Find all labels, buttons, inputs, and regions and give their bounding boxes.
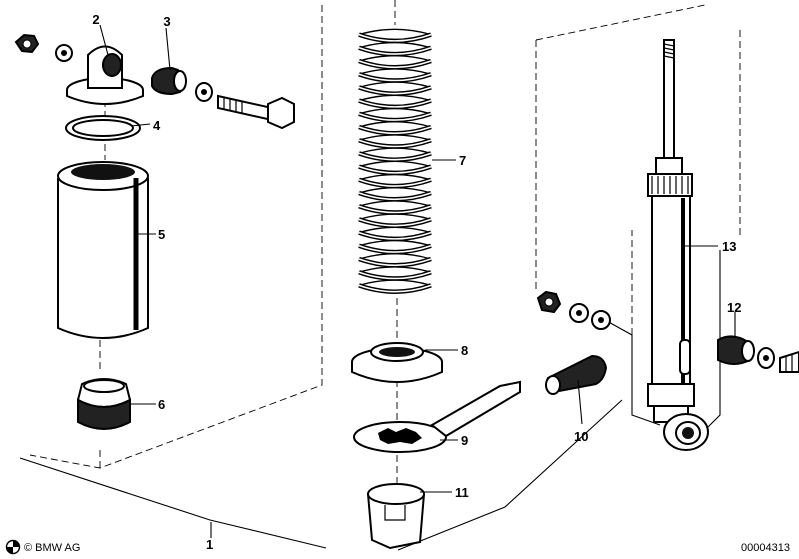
spring-coil-back bbox=[358, 121, 432, 128]
callout-2: 2 bbox=[92, 12, 99, 27]
spring-coil-back bbox=[358, 279, 432, 287]
spring-coil-highlight bbox=[358, 165, 432, 174]
callout-11: 11 bbox=[455, 485, 469, 500]
diagram-code: 00004313 bbox=[741, 542, 790, 554]
spring-coil-back bbox=[358, 187, 432, 194]
spring-coil-highlight bbox=[358, 99, 432, 108]
spring-coil-back bbox=[358, 173, 432, 181]
callout-13: 13 bbox=[722, 239, 736, 254]
spring-coil-highlight bbox=[358, 73, 432, 82]
spring-coil-back bbox=[358, 68, 432, 75]
spring-coil-back bbox=[358, 253, 432, 260]
spring-coil-back bbox=[358, 107, 432, 115]
spring-coil-back bbox=[358, 94, 432, 102]
spring-coil-back bbox=[358, 226, 432, 234]
grouping-lines bbox=[19, 0, 741, 551]
spring-coil-back bbox=[358, 134, 432, 141]
spring-coil-highlight bbox=[358, 47, 432, 55]
shock-absorber bbox=[647, 39, 709, 451]
washers-right bbox=[569, 303, 611, 330]
washer-top-left bbox=[55, 44, 73, 62]
copyright-text: © BMW AG bbox=[24, 542, 80, 554]
lower-bushing bbox=[717, 335, 799, 373]
spring-coil-highlight bbox=[358, 271, 432, 280]
callout-9: 9 bbox=[461, 433, 468, 448]
leader-lines bbox=[99, 24, 736, 538]
spring-coil-back bbox=[358, 266, 432, 273]
callout-1: 1 bbox=[206, 537, 213, 552]
nut-top-left bbox=[14, 33, 40, 54]
spring-coil-highlight bbox=[358, 231, 432, 240]
spring-coil-highlight bbox=[358, 218, 432, 227]
tapered-pin bbox=[545, 354, 608, 395]
spring-coil-highlight bbox=[358, 86, 432, 95]
spring-coil-highlight bbox=[358, 179, 432, 187]
spring-coil-highlight bbox=[358, 113, 432, 121]
spring-coil-highlight bbox=[358, 60, 432, 69]
callout-12: 12 bbox=[727, 300, 741, 315]
spring-coil-highlight bbox=[358, 126, 432, 135]
callout-6: 6 bbox=[158, 397, 165, 412]
spring-coil-highlight bbox=[358, 33, 432, 42]
callout-5: 5 bbox=[158, 227, 165, 242]
callout-8: 8 bbox=[461, 343, 468, 358]
spring-coil-back bbox=[358, 239, 432, 247]
callout-3: 3 bbox=[163, 14, 170, 29]
spring-coil-highlight bbox=[358, 205, 432, 214]
bmw-logo-icon bbox=[5, 539, 21, 555]
spring-coil-back bbox=[358, 160, 432, 168]
rubber-bushing-top bbox=[151, 66, 187, 96]
spring-coil-highlight bbox=[358, 139, 432, 148]
callout-10: 10 bbox=[574, 429, 588, 444]
nut-right bbox=[536, 290, 562, 314]
spring-coil-back bbox=[358, 55, 432, 62]
spring-coil-highlight bbox=[358, 284, 432, 293]
coil-spring bbox=[358, 28, 432, 294]
footer: © BMW AG 00004313 bbox=[5, 539, 790, 555]
bump-stop bbox=[76, 378, 132, 430]
spring-coil-highlight bbox=[358, 245, 432, 253]
callout-labels: 2 3 4 5 6 7 8 9 10 11 12 13 1 bbox=[92, 12, 741, 552]
bolt-top bbox=[217, 94, 295, 130]
callout-7: 7 bbox=[459, 153, 466, 168]
spring-coil-highlight bbox=[358, 192, 432, 201]
spring-coil-back bbox=[358, 81, 432, 89]
spring-coil-back bbox=[358, 213, 432, 221]
sleeve-tool bbox=[367, 483, 425, 550]
spring-coil-highlight bbox=[358, 258, 432, 267]
spring-coil-back bbox=[358, 28, 432, 36]
ring-4 bbox=[65, 115, 141, 141]
spanner-tool bbox=[353, 380, 521, 453]
upper-mount bbox=[66, 45, 144, 105]
callout-4: 4 bbox=[153, 118, 161, 133]
spring-coil-back bbox=[358, 200, 432, 207]
washer-top-mid bbox=[195, 82, 213, 102]
protective-boot bbox=[57, 161, 149, 339]
spring-coil-highlight bbox=[358, 152, 432, 161]
spring-seat bbox=[351, 342, 443, 383]
spring-coil-back bbox=[358, 41, 432, 49]
spring-coil-back bbox=[358, 147, 432, 155]
